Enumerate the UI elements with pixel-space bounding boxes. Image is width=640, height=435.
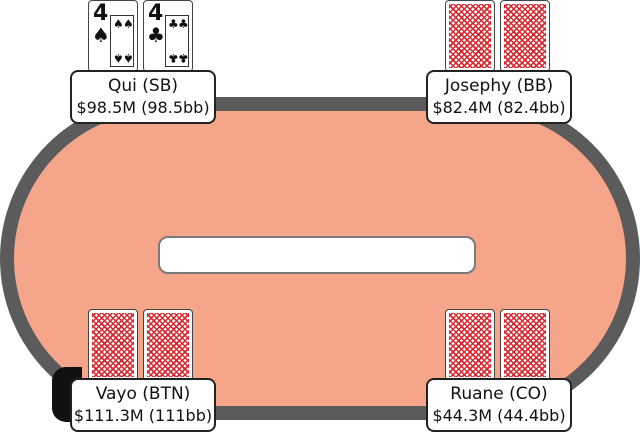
player-stack: $44.3M (44.4bb) <box>432 406 566 425</box>
player-name: Vayo (BTN) <box>95 384 191 404</box>
card-pips: ♣ ♣ ♣ ♣ <box>165 15 189 67</box>
spade-icon: ♠ <box>123 51 134 65</box>
co-card-back-2 <box>500 309 550 381</box>
sb-card-1: 4 ♠ ♠ ♠ ♠ ♠ <box>88 0 138 72</box>
btn-card-back-1 <box>88 309 138 381</box>
card-rank: 4 <box>148 1 164 26</box>
club-icon: ♣ <box>147 23 165 47</box>
player-name: Ruane (CO) <box>450 384 548 404</box>
co-card-back-1 <box>445 309 495 381</box>
player-stack: $98.5M (98.5bb) <box>76 98 210 117</box>
player-name: Josephy (BB) <box>444 76 554 96</box>
sb-card-2: 4 ♣ ♣ ♣ ♣ ♣ <box>143 0 193 72</box>
player-stack: $111.3M (111bb) <box>73 406 213 425</box>
bb-card-back-2 <box>500 0 550 72</box>
player-bb-nameplate: Josephy (BB) $82.4M (82.4bb) <box>426 70 572 124</box>
player-stack: $82.4M (82.4bb) <box>432 98 566 117</box>
spade-icon: ♠ <box>123 17 134 31</box>
player-btn-nameplate: Vayo (BTN) $111.3M (111bb) <box>70 378 216 432</box>
pot-display <box>158 236 476 274</box>
card-pips: ♠ ♠ ♠ ♠ <box>110 15 134 67</box>
bb-card-back-1 <box>445 0 495 72</box>
player-co-nameplate: Ruane (CO) $44.3M (44.4bb) <box>426 378 572 432</box>
club-icon: ♣ <box>178 51 189 65</box>
club-icon: ♣ <box>168 17 179 31</box>
btn-card-back-2 <box>143 309 193 381</box>
card-rank: 4 <box>93 1 109 26</box>
player-sb-nameplate: Qui (SB) $98.5M (98.5bb) <box>70 70 216 124</box>
spade-icon: ♠ <box>113 17 124 31</box>
spade-icon: ♠ <box>92 23 110 47</box>
player-name: Qui (SB) <box>107 76 178 96</box>
club-icon: ♣ <box>178 17 189 31</box>
